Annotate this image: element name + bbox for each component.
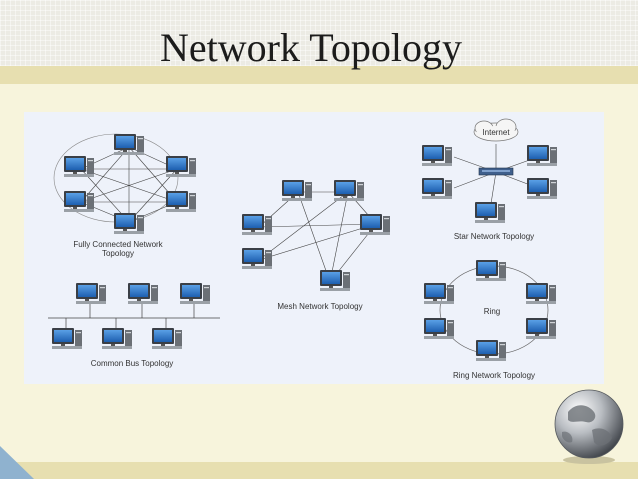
header-band — [0, 0, 638, 66]
computer-icon — [422, 145, 452, 166]
ring-label: Ring Network Topology — [453, 371, 535, 380]
internet-cloud-label: Internet — [482, 128, 510, 137]
slide-title: Network Topology — [160, 25, 462, 70]
computer-icon — [476, 260, 506, 281]
fully-connected-label-line2: Topology — [102, 249, 134, 258]
computer-icon — [166, 156, 196, 177]
mesh-topology: Mesh Network Topology — [242, 180, 390, 311]
computer-icon — [102, 328, 132, 349]
ring-topology: Ring Ring Network Topology — [424, 260, 556, 380]
computer-icon — [128, 283, 158, 304]
computer-icon — [422, 178, 452, 199]
computer-icon — [152, 328, 182, 349]
computer-icon — [334, 180, 364, 201]
computer-icon — [360, 214, 390, 235]
computer-icon — [526, 283, 556, 304]
computer-icon — [242, 214, 272, 235]
computer-icon — [526, 318, 556, 339]
fully-connected-topology: Fully Connected Network Topology — [53, 133, 196, 258]
computer-icon — [64, 156, 94, 177]
star-topology: Internet Star Network Topology — [422, 118, 557, 241]
fully-connected-label-line1: Fully Connected Network — [73, 240, 163, 249]
computer-icon — [76, 283, 106, 304]
network-switch-icon — [478, 167, 514, 176]
computer-icon — [475, 202, 505, 223]
diagram-panel: Fully Connected Network Topology Me — [24, 112, 604, 384]
bus-label: Common Bus Topology — [91, 359, 174, 368]
computer-icon — [320, 270, 350, 291]
internet-cloud-icon: Internet — [473, 118, 519, 142]
computer-icon — [180, 283, 210, 304]
network-topology-diagram: Fully Connected Network Topology Me — [48, 118, 557, 380]
globe-icon — [554, 389, 624, 464]
computer-icon — [242, 248, 272, 269]
header-stripe — [0, 66, 638, 84]
bus-topology: Common Bus Topology — [48, 283, 220, 368]
computer-icon — [52, 328, 82, 349]
computer-icon — [64, 191, 94, 212]
computer-icon — [527, 145, 557, 166]
computer-icon — [114, 213, 144, 234]
computer-icon — [527, 178, 557, 199]
corner-decoration — [0, 446, 34, 479]
computer-icon — [424, 283, 454, 304]
computer-icon — [424, 318, 454, 339]
computer-icon — [166, 191, 196, 212]
computer-icon — [282, 180, 312, 201]
ring-center-label: Ring — [484, 307, 500, 316]
star-label: Star Network Topology — [454, 232, 534, 241]
computer-icon — [476, 340, 506, 361]
footer-stripe — [0, 462, 638, 479]
mesh-label: Mesh Network Topology — [277, 302, 362, 311]
